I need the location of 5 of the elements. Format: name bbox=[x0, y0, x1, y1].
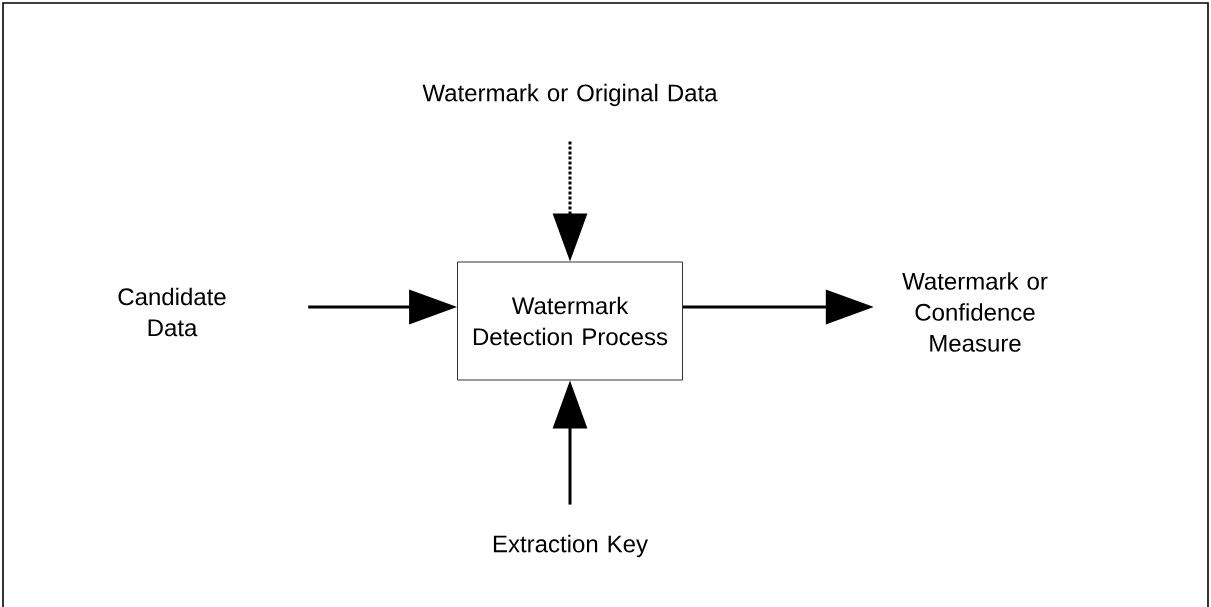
process-box: Watermark Detection Process bbox=[457, 261, 683, 381]
input-label: Extraction Key bbox=[493, 534, 648, 558]
input-label: Candidate Data bbox=[118, 287, 226, 337]
input-label: Watermark or Original Data bbox=[422, 83, 718, 107]
output-label: Watermark or Confidence Measure bbox=[902, 272, 1048, 352]
